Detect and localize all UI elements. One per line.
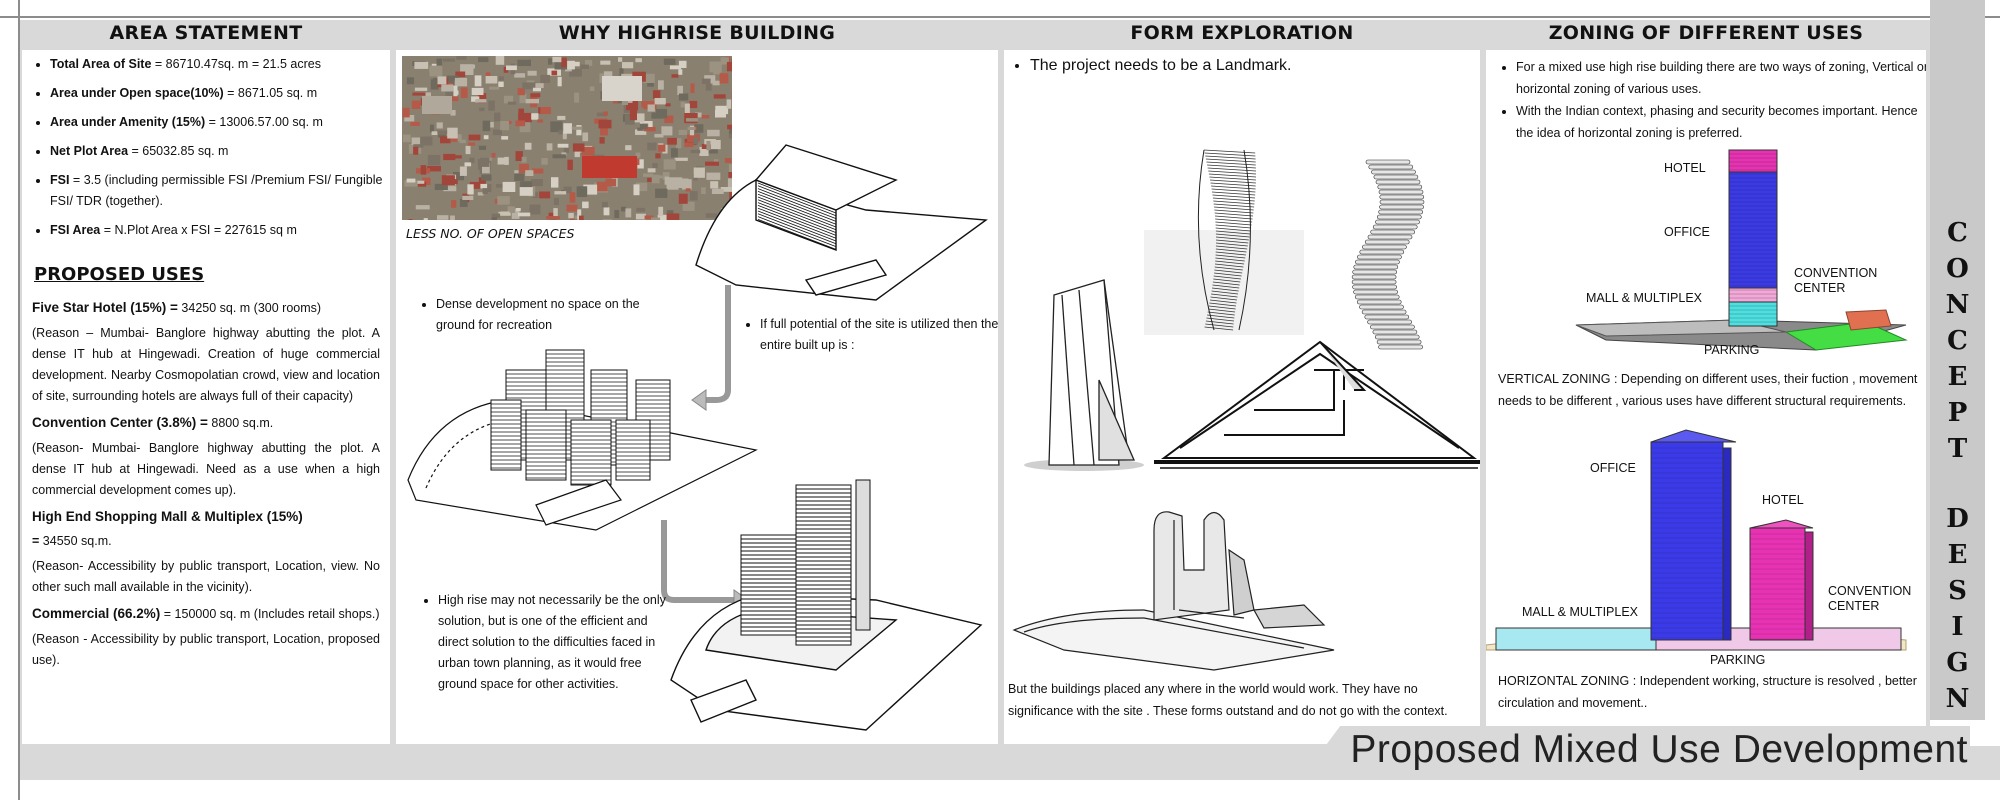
vertical-zoning-diagram: [1575, 149, 1908, 351]
form-exploration-panel: The project needs to be a Landmark.: [1004, 50, 1480, 744]
highrise-sketches: [407, 144, 988, 731]
zoning-panel: For a mixed use high rise building there…: [1486, 50, 1926, 744]
side-letter: T: [1947, 434, 1968, 464]
area-list: Total Area of Site = 86710.47sq. m = 21.…: [32, 54, 390, 241]
convention-line: Convention Center (3.8%) = 8800 sq.m.: [32, 415, 274, 430]
side-letter: E: [1947, 362, 1968, 392]
mall-line: High End Shopping Mall & Multiplex (15%): [32, 509, 303, 524]
twisted-tower-backdrop: [1144, 230, 1304, 335]
convention-reason: (Reason- Mumbai- Banglore highway abutti…: [32, 441, 380, 497]
header-band: [20, 20, 1930, 50]
form-exploration-sketches: [1012, 149, 1480, 671]
low-rise-site-sketch: [695, 144, 988, 301]
header-area-statement: AREA STATEMENT: [109, 22, 303, 44]
horizontal-zoning-text: HORIZONTAL ZONING : Independent working,…: [1498, 674, 1917, 710]
parking-zone: [1784, 321, 1908, 351]
vertical-zoning-text: VERTICAL ZONING : Depending on different…: [1498, 372, 1918, 408]
side-letter: I: [1951, 612, 1964, 642]
footer-title-tab: [1300, 726, 1970, 780]
side-title-concept-design: C O N C E P T D E S I G N: [1930, 215, 1985, 717]
arrow-head-left: [691, 389, 707, 411]
v-hotel-label: HOTEL: [1664, 161, 1706, 175]
v-mall-label: MALL & MULTIPLEX: [1586, 291, 1703, 305]
side-letter: E: [1947, 540, 1968, 570]
hotel-reason: (Reason – Mumbai- Banglore highway abutt…: [32, 326, 380, 403]
area-item: Area under Open space(10%) = 8671.05 sq.…: [50, 83, 390, 104]
side-letter: D: [1946, 504, 1969, 534]
h-office-label: OFFICE: [1590, 461, 1636, 475]
area-item: Total Area of Site = 86710.47sq. m = 21.…: [50, 54, 390, 75]
area-item: Net Plot Area = 65032.85 sq. m: [50, 141, 390, 162]
side-letter: P: [1947, 398, 1968, 428]
header-zoning: ZONING OF DIFFERENT USES: [1548, 22, 1864, 44]
proposed-uses-body: Five Star Hotel (15%) = 34250 sq. m (300…: [32, 300, 380, 671]
area-item: Area under Amenity (15%) = 13006.57.00 s…: [50, 112, 390, 133]
mall-reason: (Reason- Accessibility by public transpo…: [32, 559, 380, 594]
hotel-line: Five Star Hotel (15%) = 34250 sq. m (300…: [32, 300, 322, 315]
area-item: FSI = 3.5 (including permissible FSI /Pr…: [50, 170, 390, 212]
photo-caption: LESS NO. OF OPEN SPACES: [406, 226, 575, 241]
why-highrise-panel: LESS NO. OF OPEN SPACES: [396, 50, 998, 744]
spiral-tower-sketch: [1351, 159, 1425, 350]
v-parking-label: PARKING: [1704, 343, 1760, 357]
bullet-dense: Dense development no space on the ground…: [418, 294, 646, 336]
office-block: [1650, 441, 1724, 641]
side-letter: O: [1946, 254, 1969, 284]
zoning-bullets: For a mixed use high rise building there…: [1498, 56, 1926, 144]
form-exploration-note: But the buildings placed any where in th…: [1008, 682, 1448, 718]
commercial-reason: (Reason - Accessibility by public transp…: [32, 632, 380, 667]
h-hotel-label: HOTEL: [1762, 493, 1804, 507]
header-why-highrise: WHY HIGHRISE BUILDING: [558, 22, 836, 44]
h-parking-label: PARKING: [1710, 653, 1766, 667]
zoning-diagrams: [1486, 149, 1908, 651]
highrise-site-sketch: [670, 479, 983, 731]
twisted-tower-sketch: [1197, 149, 1257, 331]
h-mall-label: MALL & MULTIPLEX: [1522, 605, 1639, 619]
side-title-band: [1930, 0, 1985, 720]
proposed-uses-title: PROPOSED USES: [34, 264, 205, 285]
v-office-label: OFFICE: [1664, 225, 1710, 239]
area-statement-panel: Total Area of Site = 86710.47sq. m = 21.…: [22, 50, 390, 744]
mall-value-line: = 34550 sq.m.: [32, 534, 112, 548]
hotel-zone: [1728, 149, 1778, 173]
arrow-down-left: [702, 285, 731, 403]
footer-title: Proposed Mixed Use Development: [1350, 728, 1968, 771]
side-letter: C: [1947, 326, 1968, 356]
bullet-highrise: High rise may not necessarily be the onl…: [420, 590, 670, 695]
dense-city-aerial-photo: [402, 56, 732, 220]
commercial-line: Commercial (66.2%) = 150000 sq. m (Inclu…: [32, 606, 380, 621]
side-letter: S: [1948, 576, 1967, 606]
landmark-bullet: The project needs to be a Landmark.: [1012, 54, 1470, 78]
arrow-down-right: [661, 520, 736, 603]
bullet-full-potential: If full potential of the site is utilize…: [742, 314, 998, 356]
horizontal-zoning-diagram: [1486, 429, 1907, 651]
pyramid-sketch: [1154, 340, 1480, 469]
frame-left-line: [18, 0, 20, 800]
header-form-exploration: FORM EXPLORATION: [1130, 22, 1354, 44]
leaning-tower-sketch: [1024, 279, 1144, 471]
side-letter: C: [1947, 218, 1968, 248]
frame-top-line: [0, 16, 2000, 18]
dense-cluster-sketch: [407, 349, 758, 531]
sculptural-tower-sketch: [1012, 511, 1335, 671]
side-letter: N: [1945, 684, 1970, 714]
side-letter: N: [1945, 290, 1970, 320]
area-item: FSI Area = N.Plot Area x FSI = 227615 sq…: [50, 220, 390, 241]
side-letter: G: [1946, 648, 1969, 678]
